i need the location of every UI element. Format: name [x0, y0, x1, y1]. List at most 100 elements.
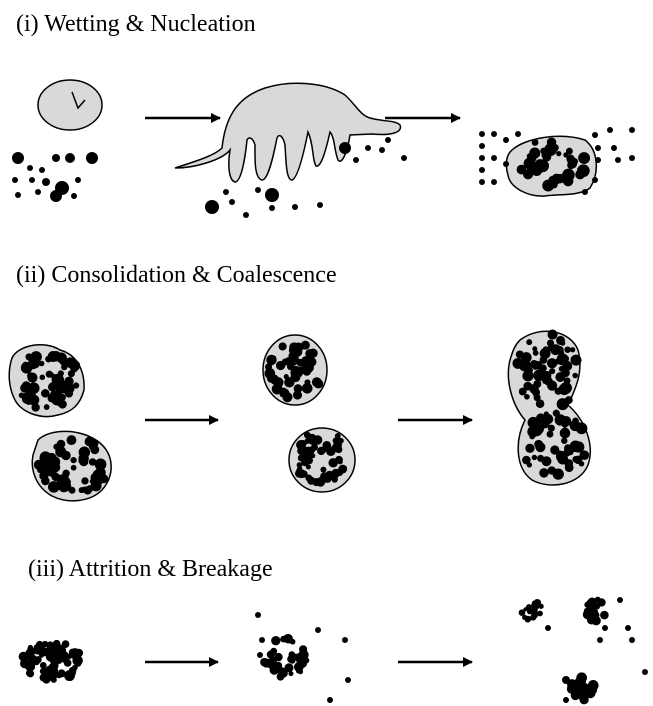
particle — [49, 653, 60, 664]
particle — [555, 335, 566, 345]
particle — [546, 430, 554, 438]
particle — [572, 372, 578, 379]
particle — [518, 609, 526, 616]
particle — [625, 625, 631, 631]
particle — [629, 155, 635, 161]
particle — [315, 627, 321, 633]
particle — [303, 657, 310, 664]
particle — [542, 179, 555, 192]
particle — [516, 164, 527, 175]
particle — [326, 446, 336, 457]
particle — [38, 360, 45, 367]
particle — [243, 212, 249, 218]
particle — [271, 636, 281, 646]
particle — [539, 348, 551, 359]
particle — [259, 637, 265, 643]
particle — [322, 474, 332, 483]
particle — [551, 173, 562, 185]
particle — [39, 167, 45, 173]
particle — [39, 673, 48, 682]
particle — [558, 349, 565, 356]
particle — [301, 382, 313, 394]
particle — [578, 152, 591, 164]
particle — [81, 477, 89, 485]
particle — [70, 456, 77, 464]
particle — [572, 456, 579, 463]
particle — [313, 378, 324, 389]
particle — [544, 143, 557, 156]
particle — [579, 682, 589, 692]
particle — [550, 445, 560, 455]
particle — [20, 658, 30, 669]
particle — [335, 455, 343, 464]
particle — [72, 382, 80, 389]
particle — [55, 446, 67, 458]
particle — [531, 454, 538, 461]
particle — [50, 190, 62, 202]
particle — [345, 677, 351, 683]
particle — [297, 465, 303, 472]
particle — [42, 178, 50, 186]
particle — [257, 652, 263, 658]
particle — [270, 656, 277, 664]
particle — [317, 202, 323, 208]
particle — [554, 358, 561, 365]
particle — [561, 437, 568, 444]
particle — [547, 329, 558, 340]
particle — [32, 658, 40, 666]
particle — [592, 611, 600, 619]
binder-droplet — [37, 79, 103, 131]
particle — [542, 377, 550, 385]
particle — [305, 464, 311, 470]
granule-fragments — [518, 596, 648, 705]
particle — [312, 435, 323, 445]
particle — [86, 152, 98, 164]
particle — [573, 441, 585, 453]
particle — [281, 387, 287, 394]
particle — [90, 472, 101, 483]
particle — [29, 177, 35, 183]
particle — [255, 612, 261, 618]
particle — [515, 131, 521, 137]
particle — [205, 200, 219, 214]
particle — [35, 189, 41, 195]
particle — [61, 364, 68, 371]
particle — [578, 460, 585, 467]
particle — [70, 365, 78, 373]
particles-under-liquid — [205, 137, 407, 218]
particle — [45, 355, 52, 363]
particle — [547, 424, 555, 432]
particle — [592, 132, 598, 138]
particle — [289, 657, 296, 664]
particle — [533, 380, 542, 388]
particle — [39, 661, 47, 669]
particle — [78, 446, 91, 459]
particle — [542, 413, 554, 425]
particle — [280, 635, 288, 643]
particle — [300, 340, 310, 350]
particle — [298, 649, 309, 661]
particle — [265, 188, 279, 202]
particle — [479, 143, 485, 149]
particle — [535, 399, 545, 408]
particle — [479, 179, 485, 185]
granule-coalesced — [507, 329, 592, 486]
particle — [527, 416, 539, 429]
particle — [27, 372, 38, 383]
particle — [562, 175, 574, 187]
particle — [491, 179, 497, 185]
particle — [342, 637, 348, 643]
particle — [520, 352, 532, 363]
particle — [292, 390, 302, 400]
loose-particles-around-nucleus — [479, 127, 635, 195]
particle — [327, 697, 333, 703]
particle — [317, 446, 326, 456]
particle — [582, 609, 593, 620]
particle — [288, 671, 294, 677]
particle — [56, 352, 67, 364]
particle — [282, 392, 293, 403]
particle — [39, 471, 49, 481]
particle — [305, 348, 315, 359]
particle — [538, 603, 544, 609]
particle — [50, 380, 60, 391]
